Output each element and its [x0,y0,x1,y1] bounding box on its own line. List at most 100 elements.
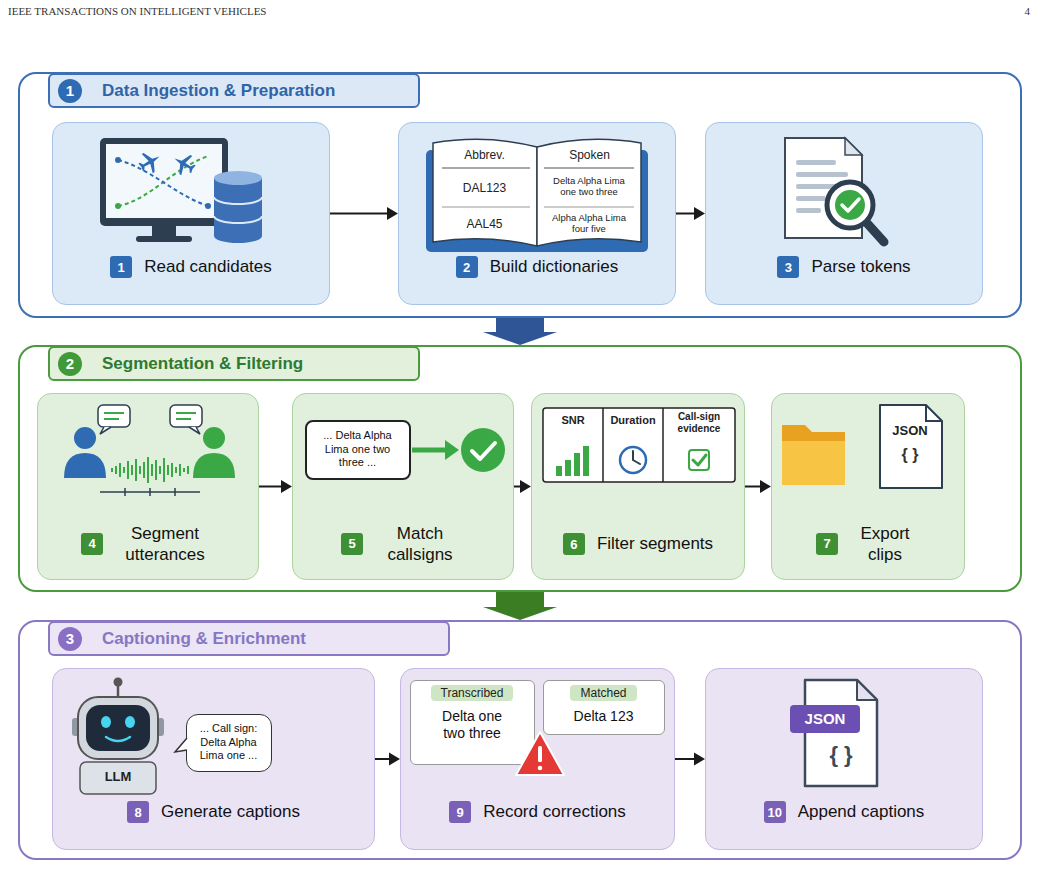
stage-panel: 1Data Ingestion & Preparation1Read candi… [18,72,1022,318]
step-card: 7 Export clips [771,393,965,580]
step-label: Filter segments [597,533,713,554]
bubble-tail [100,427,111,434]
arrow-head [520,480,531,493]
warning-triangle [516,732,564,775]
block-arrow [483,318,557,345]
bubble-line [104,412,124,414]
checkbox [689,450,709,470]
step-label: Record corrections [483,801,626,822]
step-label: Export clips [850,523,920,566]
warning-bar [538,746,542,762]
person-body [64,453,106,478]
step-label-row: 3Parse tokens [706,256,982,278]
table-divider [602,408,604,482]
arrow-line [675,758,694,760]
step-label-row: 8Generate captions [53,801,374,823]
database-bottom [214,229,262,243]
step-number: 6 [563,533,585,555]
robot-ear [156,718,164,736]
json-file-icon [790,680,877,786]
book-cover [426,150,648,252]
table-rule [544,168,634,169]
clock-hands [633,451,640,464]
signal-bar [556,466,562,476]
monitor-base [136,236,192,242]
comparison-header: Transcribed [431,685,514,701]
json-file [880,405,942,488]
signal-bar [565,460,571,476]
caption-text: ... Call sign: Delta Alpha Lima one ... [192,722,266,763]
stage-number: 1 [58,79,82,103]
flow-arrow [745,480,771,493]
flight-path [118,156,208,206]
bubble-line [104,418,119,420]
step-number: 4 [81,533,103,555]
person-head [203,427,225,449]
step-card: 6 Filter segments [531,393,745,580]
robot-ear [72,718,80,736]
speakers-icon [64,405,235,496]
robot-smile [106,737,130,741]
timeline [100,491,200,493]
step-number: 5 [341,533,363,555]
magnifier-lens [827,182,873,228]
step-number: 10 [764,801,786,823]
step-number: 1 [110,256,132,278]
arrow-head [389,753,400,766]
monitor-frame [100,138,228,226]
match-check-icon [412,428,505,472]
text-line [796,208,821,213]
table-divider [662,408,664,482]
monitor-stand [152,226,176,237]
step-label: Read candidates [144,256,272,277]
flow-arrow [676,207,705,220]
transcript-text: ... Delta Alpha Lima one two three ... [312,429,404,470]
step-number: 8 [127,801,149,823]
step-label: Append captions [798,801,925,822]
waveform [112,457,188,483]
text-line [796,196,826,201]
document-fold [845,138,862,155]
magnifier-handle [866,222,884,242]
text-line [796,160,836,165]
step-card: 9 Record corrections TranscribedDelta one … [400,668,675,850]
signal-bar [574,453,580,476]
step-label-row: 10 Append captions [706,801,982,823]
step-number: 7 [816,533,838,555]
comparison-value: Delta 123 [574,708,634,726]
step-number: 9 [449,801,471,823]
database-ring [214,197,262,204]
document-sheet [785,138,862,238]
comparison-header: Matched [570,685,636,701]
stage-number: 3 [58,627,82,651]
speech-bubble [170,405,202,427]
step-card: 5Match callsigns... Delta Alpha Lima one… [292,393,514,580]
arrow-line [745,486,760,488]
check-mark [693,455,706,465]
person-body [193,453,235,478]
text-line [796,184,841,189]
arrow-line [676,213,694,215]
robot-antenna [117,684,120,697]
comparison-box: TranscribedDelta one two three [410,680,535,765]
green-arrow-head [445,440,459,460]
robot-antenna-tip [114,678,123,687]
arrow-line [259,486,281,488]
flow-arrow [259,480,292,493]
step-number: 2 [456,256,478,278]
warning-dot [538,766,543,771]
step-card: 2Build dictionaries [398,122,676,305]
table-frame [543,408,735,482]
illustration-label: IEEE TRANSACTIONS ON INTELLIGENT VEHICLE… [8,5,428,18]
arrow-line [514,486,520,488]
step-card: 10 Append captions [705,668,983,850]
file-fold [926,405,942,421]
step-card: 1 Read candidates [52,122,330,305]
bubble-tail [175,738,187,752]
plane-icon [135,147,165,177]
arrow-head [694,207,705,220]
monitor-screen [106,144,222,218]
stage-panel: 2Segmentation & Filtering4Segment uttera… [18,345,1022,592]
